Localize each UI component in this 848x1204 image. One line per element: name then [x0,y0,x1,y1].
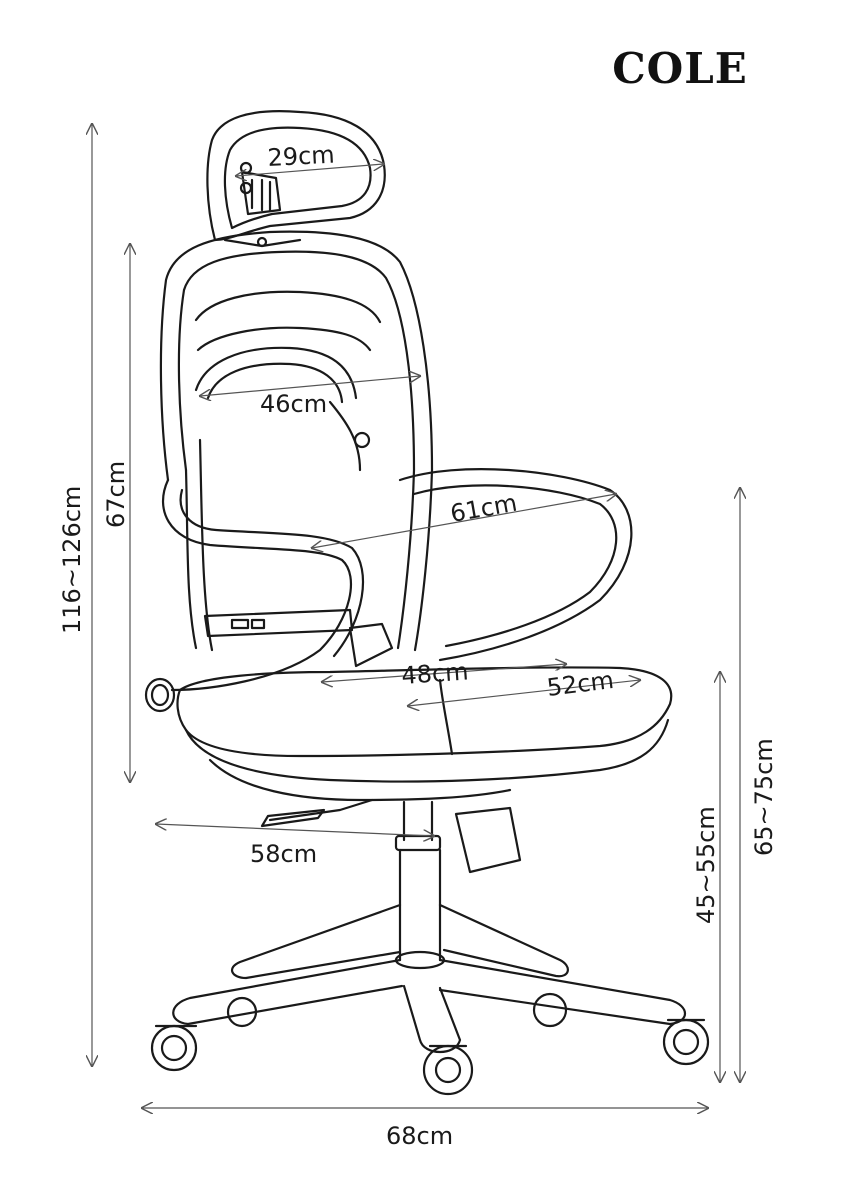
back-height-label: 67cm [102,461,130,528]
headrest-width-label: 29cm [267,141,335,172]
arm-depth-line [312,494,616,548]
seat-height-label: 45~55cm [692,806,720,924]
seat-width-line [322,664,566,682]
chair-drawing [144,110,710,1096]
total-height-label: 116~126cm [58,486,86,634]
seat-depth-label: 52cm [545,666,615,702]
back-width-label: 46cm [260,390,327,418]
seat-depth-line [408,680,640,706]
product-name: COLE [612,44,748,93]
arm-height-label: 65~75cm [750,738,778,856]
headrest-width-line [236,164,384,176]
lever-reach-label: 58cm [250,840,317,868]
lever-reach-line [156,824,434,836]
base-width-label: 68cm [386,1122,453,1150]
backrest [159,230,434,652]
seat-width-label: 48cm [400,657,469,690]
dimension-labels: 29cm 46cm 61cm 48cm 52cm 58cm 68cm 116~1… [58,141,778,1150]
arm-depth-label: 61cm [448,489,519,528]
dimension-lines [92,124,740,1108]
casters [150,992,710,1096]
back-width-line [200,376,420,396]
headrest [206,110,386,248]
